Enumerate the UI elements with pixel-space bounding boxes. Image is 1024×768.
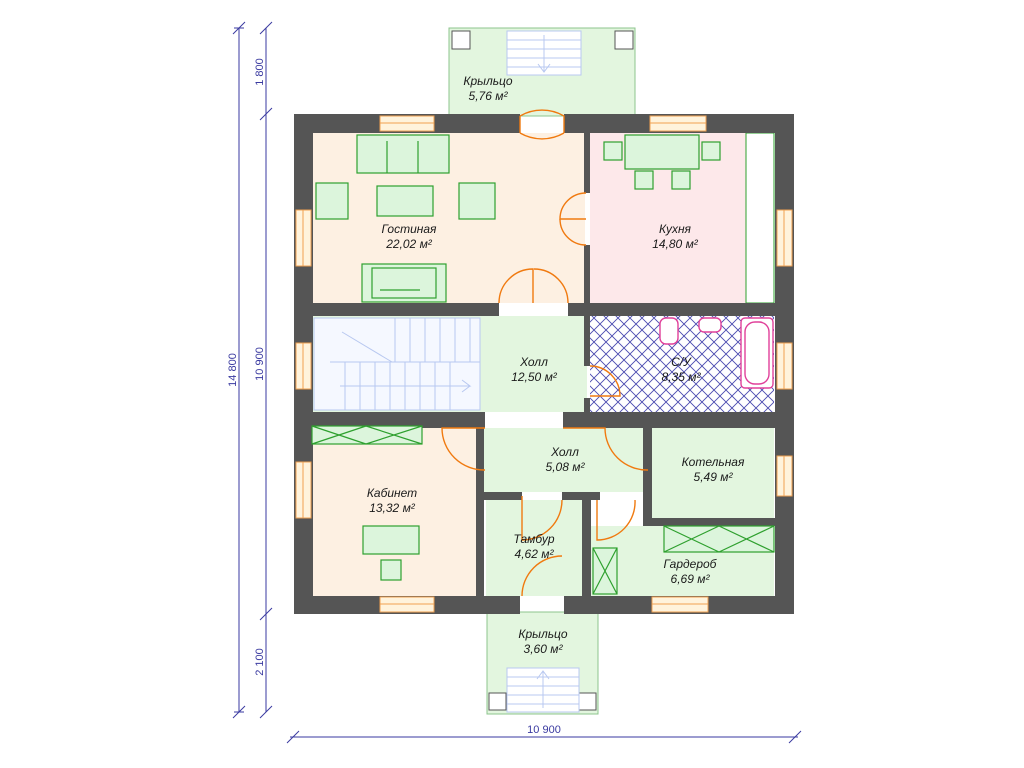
room-area-hall-1: 12,50 м² <box>511 370 558 384</box>
room-area-porch-top: 5,76 м² <box>469 89 509 103</box>
porch-top <box>448 27 636 117</box>
room-name-porch-top: Крыльцо <box>463 74 513 88</box>
room-name-office: Кабинет <box>367 486 417 500</box>
room-name-wardrobe: Гардероб <box>664 557 718 571</box>
room-area-bathroom: 8,35 м² <box>662 370 702 384</box>
room-area-kitchen: 14,80 м² <box>652 237 699 251</box>
room-name-bathroom: С/У <box>671 355 692 369</box>
room-area-boiler: 5,49 м² <box>694 470 734 484</box>
porch-top-steps <box>506 30 582 76</box>
porch-bottom-steps <box>506 667 580 713</box>
room-name-living: Гостиная <box>382 222 437 236</box>
dim-top-porch: 1 800 <box>254 58 266 86</box>
office-furniture <box>311 425 423 581</box>
room-area-vestibule: 4,62 м² <box>515 547 555 561</box>
porch-bottom <box>486 611 599 715</box>
dim-house-height: 10 900 <box>254 347 266 381</box>
room-name-hall-2: Холл <box>550 445 579 459</box>
bathroom-fixtures <box>659 317 774 389</box>
hall-2-floor <box>483 428 643 492</box>
dim-house-width: 10 900 <box>527 724 561 736</box>
dimensions: 14 800 1 800 10 900 2 100 10 900 <box>227 21 802 744</box>
room-area-living: 22,02 м² <box>385 237 433 251</box>
vestibule-floor <box>486 500 582 596</box>
room-area-office: 13,32 м² <box>369 501 416 515</box>
kitchen-furniture <box>603 134 721 190</box>
room-area-wardrobe: 6,69 м² <box>671 572 711 586</box>
interior-stairs <box>313 317 481 411</box>
room-area-hall-2: 5,08 м² <box>546 460 586 474</box>
kitchen-counter <box>745 132 775 304</box>
boiler-floor <box>652 428 774 518</box>
windows <box>295 115 793 613</box>
room-name-boiler: Котельная <box>682 455 745 469</box>
room-name-kitchen: Кухня <box>659 222 692 236</box>
room-name-vestibule: Тамбур <box>513 532 554 546</box>
room-name-porch-bottom: Крыльцо <box>518 627 568 641</box>
wardrobe-furniture <box>592 525 775 595</box>
room-area-porch-bottom: 3,60 м² <box>524 642 564 656</box>
dim-total-height: 14 800 <box>227 353 239 387</box>
room-name-hall-1: Холл <box>519 355 548 369</box>
dim-bottom-porch: 2 100 <box>254 648 266 676</box>
doors <box>441 109 649 597</box>
living-furniture <box>315 134 496 303</box>
